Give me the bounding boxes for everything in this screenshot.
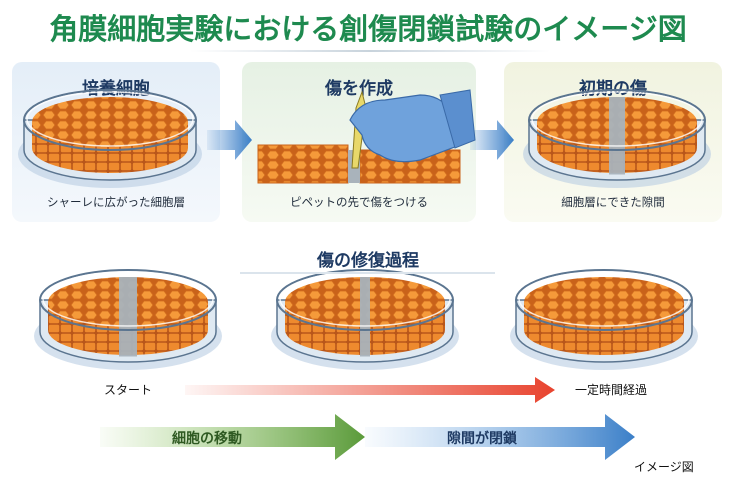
divider	[240, 272, 495, 274]
start-label: スタート	[104, 383, 153, 397]
migration-arrow-icon	[100, 414, 365, 460]
cell-migration-label: 細胞の移動	[172, 431, 242, 447]
step-heading: 培養細胞	[82, 79, 150, 99]
petri-dish-icon	[34, 269, 222, 370]
repair-process-heading: 傷の修復過程	[317, 251, 419, 271]
elapsed-time-label: 一定時間経過	[575, 383, 648, 397]
step-heading: 傷を作成	[325, 79, 393, 99]
divider	[190, 50, 550, 52]
closure-arrow-icon	[365, 414, 635, 460]
petri-dish-icon	[271, 269, 459, 370]
step-caption: ピペットの先で傷をつける	[290, 195, 428, 209]
time-arrow-icon	[185, 377, 555, 403]
petri-dish-icon	[523, 89, 711, 188]
step-arrow-icon	[470, 120, 514, 160]
step-arrow-icon	[207, 120, 252, 160]
step-caption: シャーレに広がった細胞層	[47, 195, 185, 209]
step-heading: 初期の傷	[579, 79, 647, 99]
gloved-hand-pipette-icon	[349, 89, 476, 169]
petri-dish-icon	[510, 269, 698, 370]
gap-closure-label: 隙間が閉鎖	[447, 431, 517, 447]
footnote: イメージ図	[634, 460, 694, 474]
cell-sheet-illustration	[257, 144, 461, 184]
page-title: 角膜細胞実験における創傷閉鎖試験のイメージ図	[49, 12, 687, 46]
petri-dish-icon	[18, 89, 202, 188]
step-caption: 細胞層にできた隙間	[561, 195, 665, 209]
